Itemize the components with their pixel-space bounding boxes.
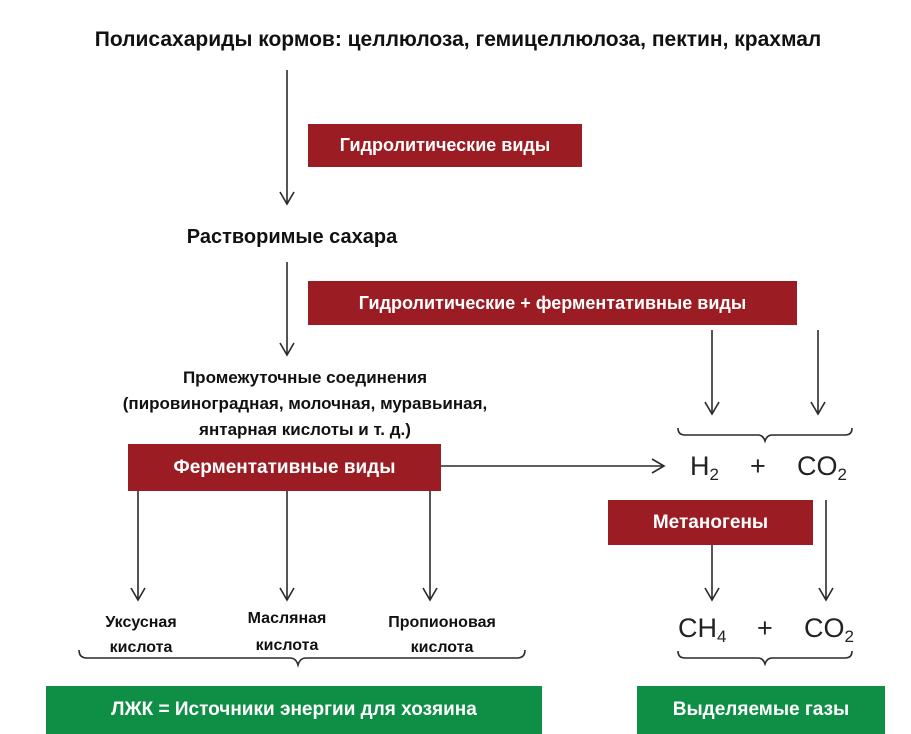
- co2-top-formula: CO2: [797, 451, 847, 485]
- ch4-formula: CH4: [678, 613, 726, 647]
- co2-bottom-subscript: 2: [844, 627, 854, 646]
- plus-sign-bottom: +: [757, 613, 773, 643]
- brace-gases-bottom: [677, 650, 853, 667]
- h2-subscript: 2: [709, 465, 719, 484]
- intermediates-line-1: Промежуточные соединения: [182, 368, 428, 387]
- propionic-acid-label: Пропионовая кислота: [388, 610, 496, 660]
- butyric-acid-line-2: кислота: [255, 637, 319, 654]
- brace-vfa: [78, 649, 526, 668]
- butyric-acid-label: Масляная кислота: [248, 605, 327, 659]
- co2-bottom-symbol: CO: [804, 613, 845, 643]
- released-gases-box: Выделяемые газы: [637, 686, 885, 734]
- vfa-energy-box: ЛЖК = Источники энергии для хозяина: [46, 686, 542, 734]
- acetic-acid-line-1: Уксусная: [105, 614, 177, 631]
- intermediates-line-3: янтарная кислоты и т. д.): [199, 420, 411, 439]
- propionic-acid-line-2: кислота: [410, 639, 474, 656]
- co2-top-symbol: CO: [797, 451, 838, 481]
- hydrolytic-fermentative-species-box: Гидролитические + ферментативные виды: [308, 281, 797, 325]
- soluble-sugars-label: Растворимые сахара: [186, 226, 398, 248]
- plus-sign-top: +: [750, 451, 766, 481]
- h2-formula: H2: [690, 451, 719, 485]
- methanogens-box: Метаногены: [608, 500, 813, 545]
- co2-bottom-formula: CO2: [804, 613, 854, 647]
- ch4-subscript: 4: [717, 627, 727, 646]
- ch4-symbol: CH: [678, 613, 717, 643]
- intermediates-line-2: (пировиноградная, молочная, муравьиная,: [122, 394, 488, 413]
- hydrolytic-species-box: Гидролитические виды: [308, 124, 582, 167]
- h2-symbol: H: [690, 451, 710, 481]
- acetic-acid-label: Уксусная кислота: [105, 610, 176, 660]
- acetic-acid-line-2: кислота: [109, 639, 173, 656]
- intermediates-label: Промежуточные соединения (пировиноградна…: [123, 365, 487, 443]
- fermentative-species-box: Ферментативные виды: [128, 444, 441, 491]
- brace-gases-top: [677, 427, 853, 444]
- co2-top-subscript: 2: [837, 465, 847, 484]
- propionic-acid-line-1: Пропионовая: [388, 614, 496, 631]
- butyric-acid-line-1: Масляная: [247, 610, 327, 627]
- diagram-title: Полисахариды кормов: целлюлоза, гемицелл…: [94, 28, 822, 51]
